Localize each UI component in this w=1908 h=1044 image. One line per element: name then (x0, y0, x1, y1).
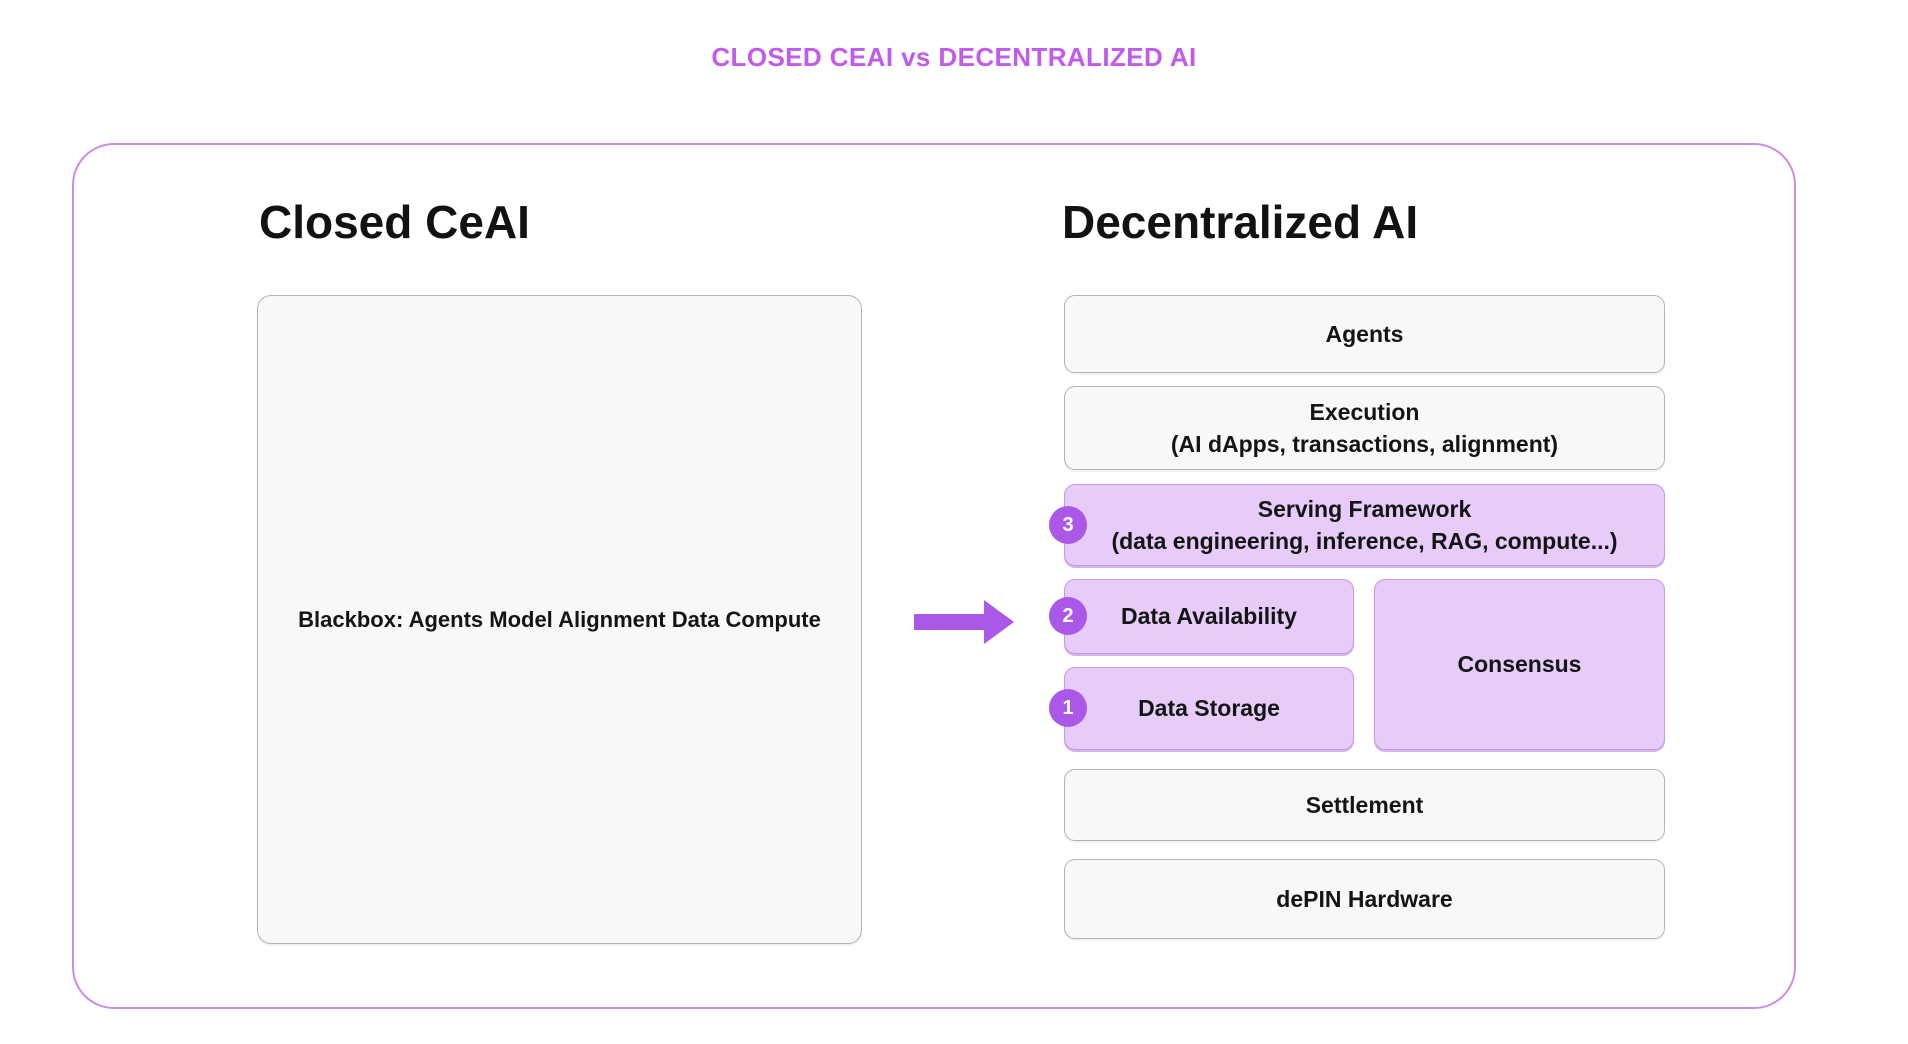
layer-settlement-label: Settlement (1305, 791, 1424, 818)
layer-serving-subtitle: (data engineering, inference, RAG, compu… (1111, 528, 1618, 554)
badge-step-1: 1 (1049, 689, 1087, 727)
layer-depin-hardware: dePIN Hardware (1064, 859, 1665, 939)
layer-serving-framework: Serving Framework (data engineering, inf… (1064, 484, 1665, 566)
badge-step-3-number: 3 (1062, 513, 1074, 536)
decentralized-ai-heading: Decentralized AI (1062, 196, 1419, 248)
layer-execution: Execution (AI dApps, transactions, align… (1064, 386, 1665, 470)
closed-ceai-blackbox: Blackbox: Agents Model Alignment Data Co… (257, 295, 862, 944)
badge-step-2-number: 2 (1062, 604, 1074, 627)
layer-settlement: Settlement (1064, 769, 1665, 841)
blackbox-label: Blackbox: Agents Model Alignment Data Co… (298, 606, 821, 632)
layer-data-storage-label: Data Storage (1138, 695, 1280, 722)
layer-data-storage: Data Storage (1064, 667, 1354, 750)
layer-agents: Agents (1064, 295, 1665, 373)
layer-execution-title: Execution (1309, 398, 1420, 425)
layer-agents-label: Agents (1325, 320, 1404, 347)
badge-step-1-number: 1 (1062, 696, 1074, 719)
layer-data-availability-label: Data Availability (1121, 603, 1297, 630)
layer-consensus-label: Consensus (1457, 651, 1582, 678)
badge-step-2: 2 (1049, 597, 1087, 635)
badge-step-3: 3 (1049, 506, 1087, 544)
closed-ceai-heading: Closed CeAI (259, 196, 530, 248)
layer-consensus: Consensus (1374, 579, 1665, 750)
arrow-right-icon (914, 600, 1014, 644)
layer-execution-subtitle: (AI dApps, transactions, alignment) (1170, 431, 1559, 457)
layer-data-availability: Data Availability (1064, 579, 1354, 654)
layer-serving-title: Serving Framework (1257, 495, 1472, 522)
comparison-container: Closed CeAI Decentralized AI Blackbox: A… (72, 143, 1796, 1009)
page-title: CLOSED CEAI vs DECENTRALIZED AI (711, 42, 1197, 72)
layer-depin-hardware-label: dePIN Hardware (1276, 885, 1453, 912)
